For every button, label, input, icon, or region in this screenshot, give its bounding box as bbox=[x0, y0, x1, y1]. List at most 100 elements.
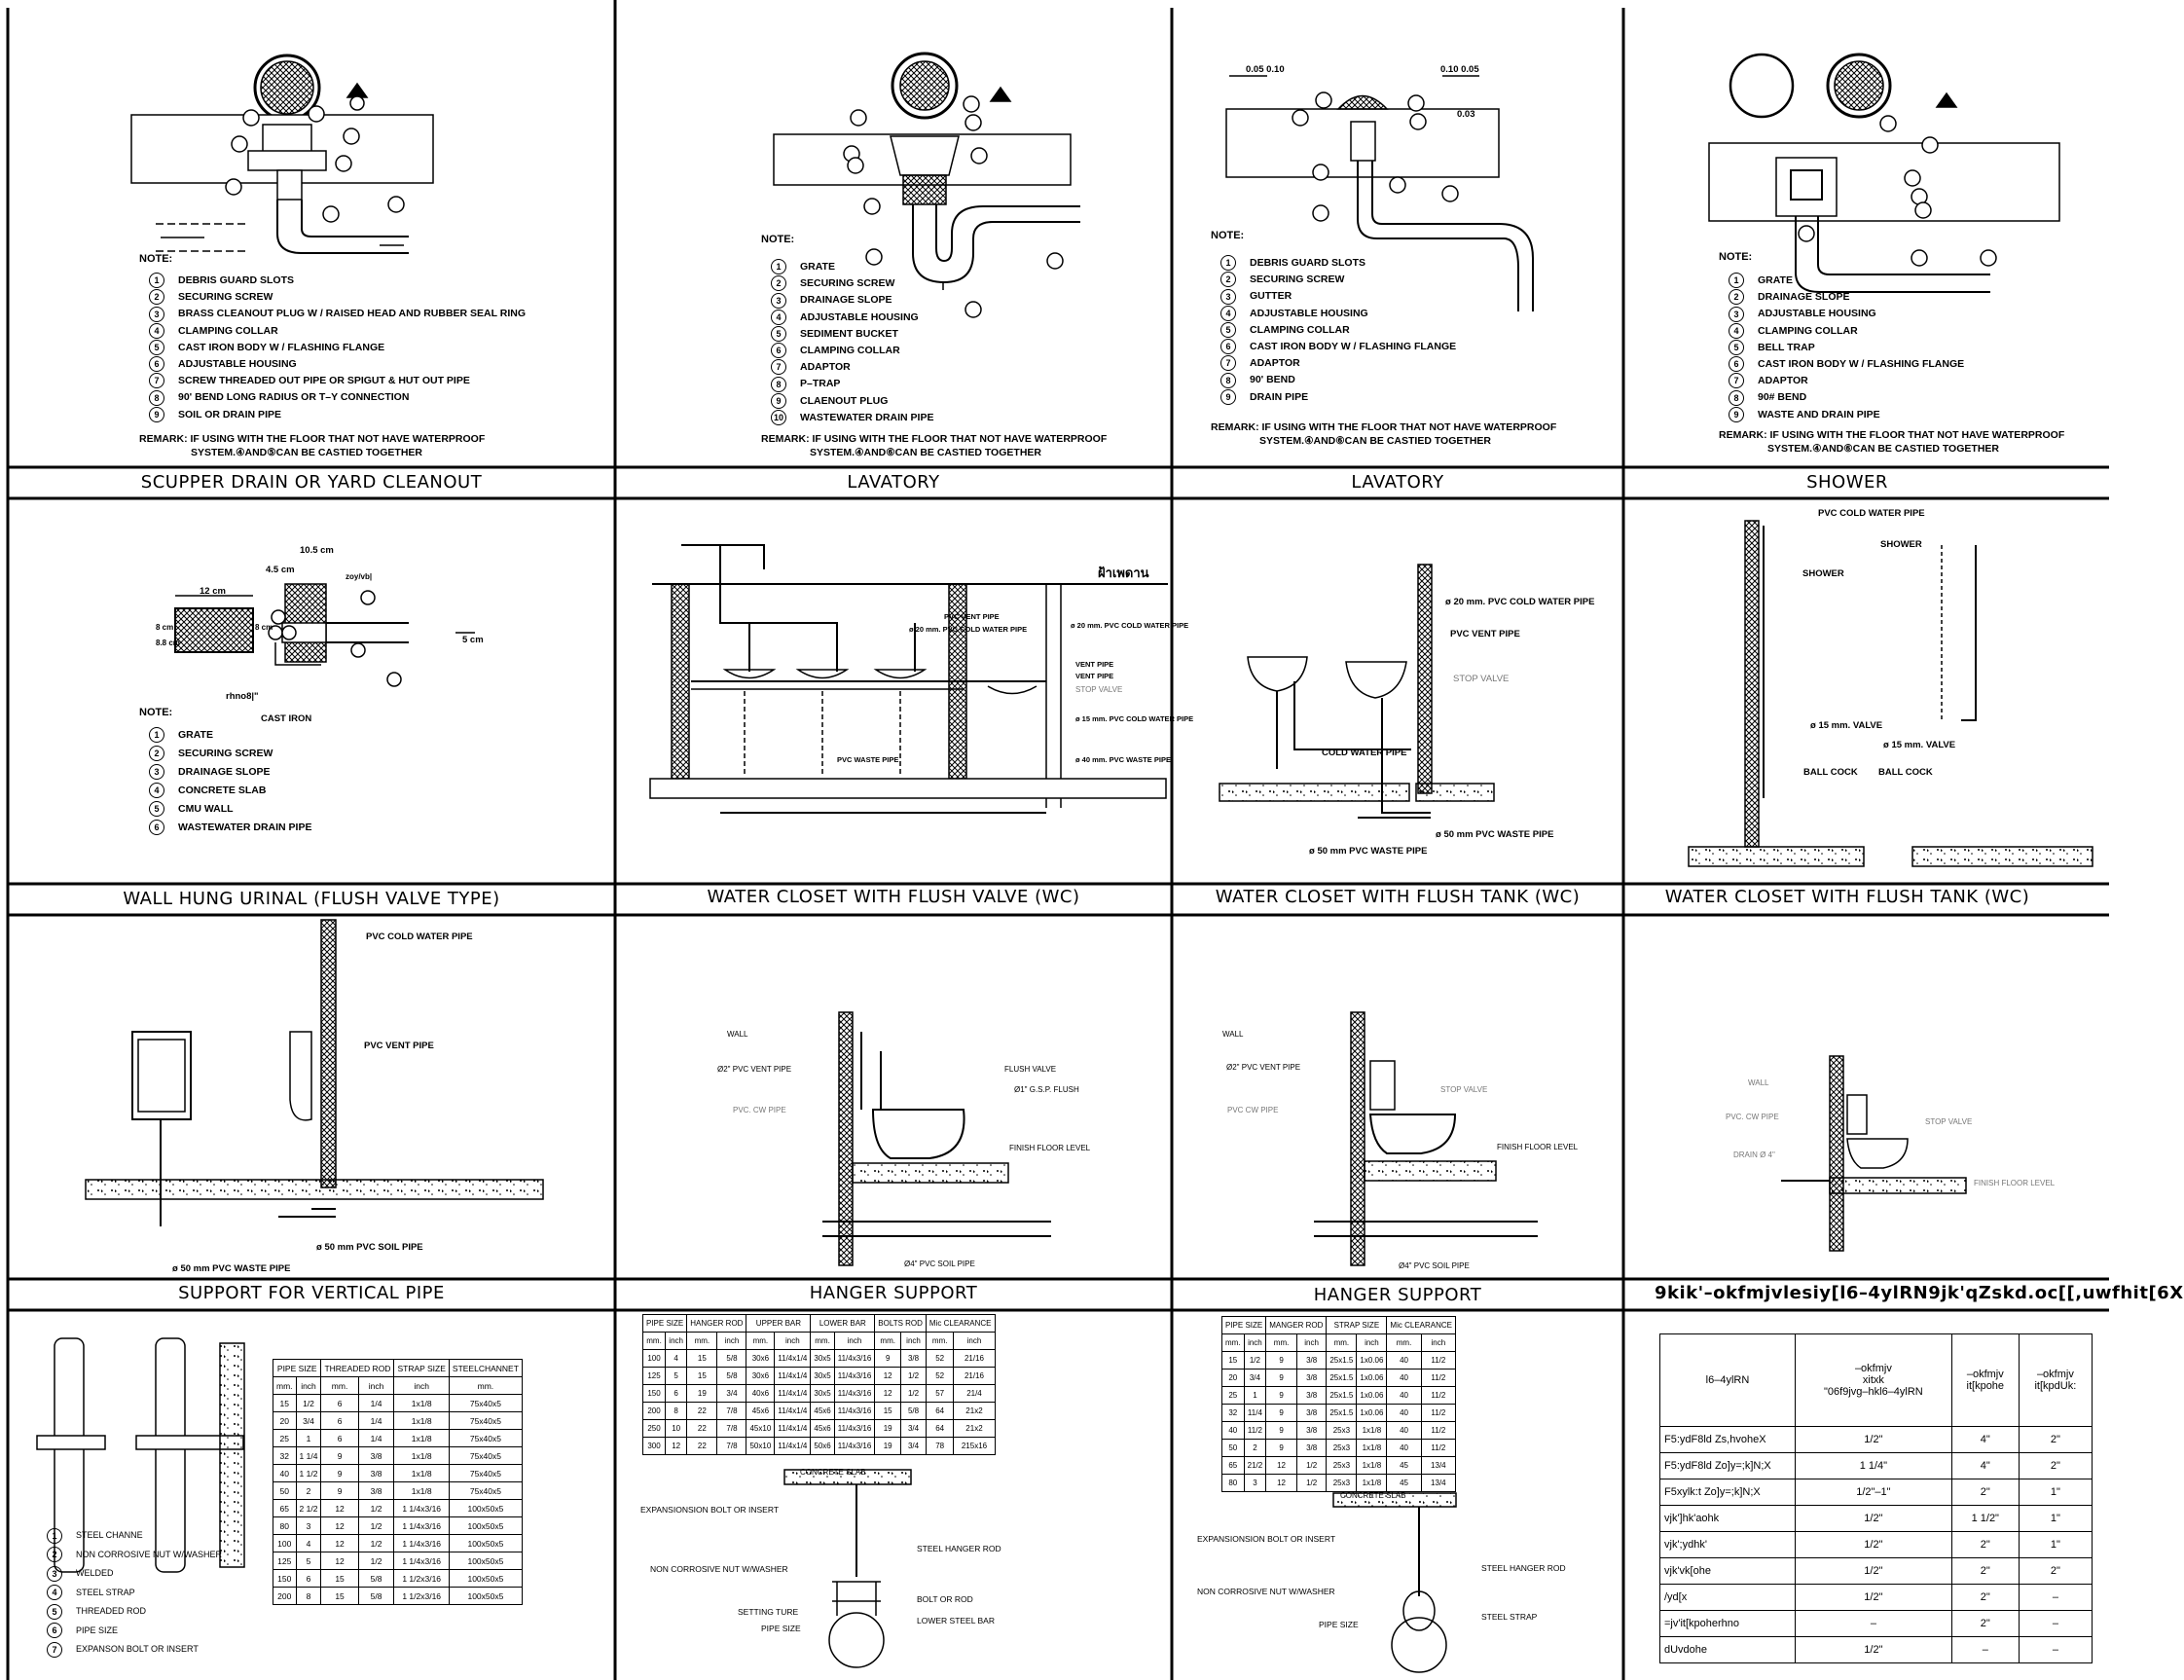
table-cell: 45 bbox=[1386, 1474, 1422, 1492]
p8-label-3: SHOWER bbox=[1802, 568, 1844, 579]
hanger-support-table-1: PIPE SIZE HANGER ROD UPPER BAR LOWER BAR… bbox=[641, 1314, 996, 1455]
table-cell: 80 bbox=[1221, 1474, 1245, 1492]
table-cell: 6 bbox=[320, 1411, 359, 1430]
p9-label-4: ø 50 mm PVC WASTE PIPE bbox=[172, 1263, 291, 1274]
p6-label-8: PVC WASTE PIPE bbox=[837, 755, 899, 764]
table-cell: 2" bbox=[1950, 1557, 2020, 1585]
p6-label-4: VENT PIPE bbox=[1075, 660, 1114, 669]
p4-remark: REMARK: IF USING WITH THE FLOOR THAT NOT… bbox=[1719, 429, 2065, 455]
table-cell: 300 bbox=[641, 1437, 667, 1455]
title-shower: SHOWER bbox=[1806, 472, 1888, 493]
table-cell: 2" bbox=[1950, 1479, 2020, 1506]
p12-label-1: WALL bbox=[1748, 1078, 1769, 1087]
p7-label-1: ø 20 mm. PVC COLD WATER PIPE bbox=[1445, 597, 1595, 607]
table-cell: 22 bbox=[686, 1419, 718, 1438]
table-cell: 1 1/4" bbox=[1795, 1452, 1952, 1479]
shower-drawing bbox=[1708, 53, 2060, 293]
table-cell: 21/4 bbox=[953, 1384, 996, 1403]
p6-thai-ceiling: ฝ้าเพดาน bbox=[1098, 566, 1149, 580]
p10-label-1: WALL bbox=[727, 1030, 748, 1039]
table-cell: 45x6 bbox=[810, 1419, 835, 1438]
p14-slab: CONCRETE SLAB bbox=[800, 1468, 866, 1477]
table-cell: 9 bbox=[874, 1349, 902, 1368]
table-cell: 2" bbox=[1950, 1610, 2020, 1637]
table-cell: 1/2"–1" bbox=[1795, 1479, 1952, 1506]
p1-note-label: NOTE: bbox=[139, 253, 173, 265]
lavatory-2-drawing bbox=[1225, 75, 1534, 311]
p15-label-1: EXPANSIONSION BOLT OR INSERT bbox=[1197, 1534, 1336, 1544]
p7-label-4: COLD WATER PIPE bbox=[1322, 748, 1407, 758]
p10-label-4: FLUSH VALVE bbox=[1004, 1065, 1057, 1074]
table-cell: vjk']hk'aohk bbox=[1659, 1505, 1796, 1532]
hanger-support-1-drawing bbox=[783, 1469, 912, 1668]
table-cell: 15 bbox=[320, 1587, 359, 1605]
lavatory-pedestal-drawing bbox=[1219, 564, 1495, 819]
table-cell: 100x50x5 bbox=[448, 1569, 523, 1588]
title-water-closet-flush-valve: WATER CLOSET WITH FLUSH VALVE (WC) bbox=[707, 887, 1080, 907]
title-hanger-support-2: HANGER SUPPORT bbox=[1313, 1285, 1482, 1305]
p14-label-5: SETTING TURE bbox=[738, 1607, 799, 1617]
p5-wall-label: zoy/vb| bbox=[346, 572, 373, 581]
table-cell: 1" bbox=[2018, 1505, 2093, 1532]
table-cell: F5:ydF8ld Zo]y=;k]N;X bbox=[1659, 1452, 1796, 1479]
table-cell: 2" bbox=[1950, 1531, 2020, 1558]
urinal-drain-detail-drawing bbox=[174, 583, 475, 687]
table-cell: vjk';ydhk' bbox=[1659, 1531, 1796, 1558]
table-cell: 7/8 bbox=[716, 1437, 747, 1455]
table-cell: 12 bbox=[665, 1437, 688, 1455]
p2-remark: REMARK: IF USING WITH THE FLOOR THAT NOT… bbox=[761, 433, 1108, 458]
p7-label-3: STOP VALVE bbox=[1453, 674, 1510, 684]
table-cell: 1/2" bbox=[1795, 1636, 1952, 1663]
p5-dim-e: 8.8 cm bbox=[156, 639, 180, 647]
table-cell: 3/4 bbox=[900, 1437, 927, 1455]
p3-dim-left: 0.05 0.10 bbox=[1246, 64, 1285, 75]
p5-dim-g: 5 cm bbox=[462, 635, 484, 645]
p14-label-2: STEEL HANGER ROD bbox=[917, 1544, 1001, 1553]
col-header: LOWER BAR bbox=[810, 1314, 876, 1333]
table-cell: 12 bbox=[874, 1367, 902, 1385]
p1-remark: REMARK: IF USING WITH THE FLOOR THAT NOT… bbox=[139, 433, 486, 458]
p14-label-7: PIPE SIZE bbox=[761, 1624, 801, 1633]
table-cell: 1" bbox=[2018, 1531, 2093, 1558]
p15-label-2: STEEL HANGER ROD bbox=[1481, 1563, 1566, 1573]
p10-label-3: PVC. CW PIPE bbox=[733, 1106, 786, 1114]
p3-dim-small: 0.03 bbox=[1457, 109, 1475, 120]
title-hanger-support-1: HANGER SUPPORT bbox=[809, 1283, 978, 1303]
table-cell: – bbox=[2018, 1610, 2093, 1637]
p12-label-2: PVC. CW PIPE bbox=[1726, 1113, 1779, 1121]
table-cell: 5/8 bbox=[357, 1587, 395, 1605]
p6-label-1: PVC VENT PIPE bbox=[944, 612, 1000, 621]
table-cell: vjk'vk[ohe bbox=[1659, 1557, 1796, 1585]
table-cell: 200 bbox=[273, 1587, 297, 1605]
table-row: =jv'it[kpoherhno–2"– bbox=[1659, 1610, 2093, 1637]
p7-label-6: ø 50 mm PVC WASTE PIPE bbox=[1309, 846, 1428, 857]
